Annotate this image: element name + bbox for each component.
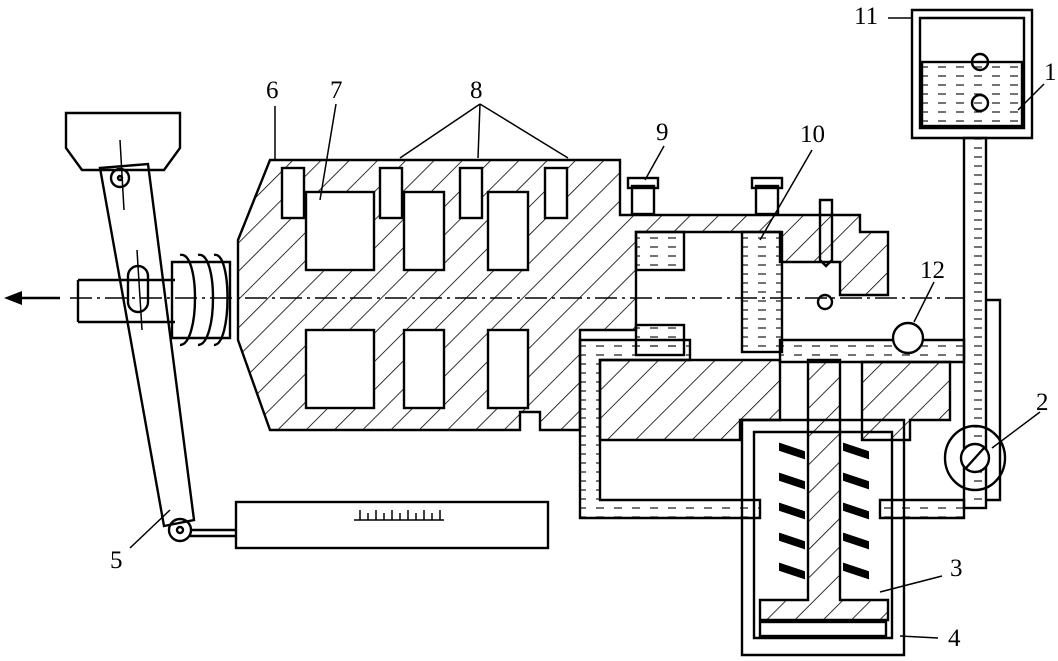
relief-valve <box>943 298 1007 502</box>
brake-pedal <box>64 111 196 543</box>
label-1: 1 <box>1044 59 1057 86</box>
label-10: 10 <box>800 121 825 148</box>
label-8: 8 <box>470 77 483 104</box>
part-labels: 1 2 3 4 5 6 7 8 9 10 11 12 <box>110 3 1057 652</box>
label-3: 3 <box>950 555 963 582</box>
spring-accumulator <box>740 358 906 657</box>
label-6: 6 <box>266 77 279 104</box>
bleeder-screw <box>626 176 834 268</box>
check-valve-ball <box>816 293 925 355</box>
dust-boot <box>170 253 232 347</box>
fluid-passages <box>578 338 966 520</box>
label-4: 4 <box>948 625 961 652</box>
label-12: 12 <box>920 257 945 284</box>
leader-lines <box>129 17 1045 639</box>
fluid-reservoir <box>910 8 1034 510</box>
label-2: 2 <box>1036 389 1049 416</box>
stroke-gauge <box>190 500 550 550</box>
label-9: 9 <box>656 119 669 146</box>
spring-coils <box>779 442 869 580</box>
label-5: 5 <box>110 547 123 574</box>
valve-housing <box>236 158 890 432</box>
label-7: 7 <box>330 77 343 104</box>
label-11: 11 <box>854 3 878 30</box>
